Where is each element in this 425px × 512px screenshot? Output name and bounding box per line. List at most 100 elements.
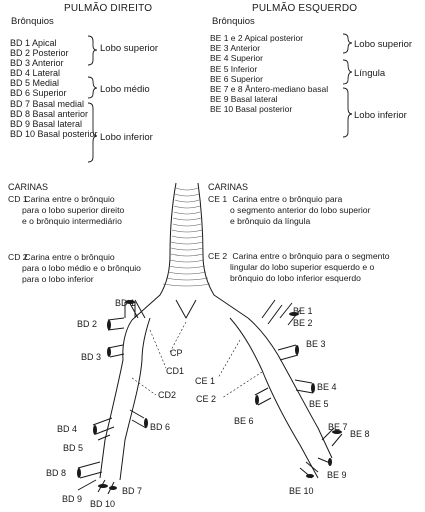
label-be8: BE 8 <box>350 429 370 439</box>
brace-left-lingula <box>342 59 353 85</box>
label-bd3: BD 3 <box>81 352 101 362</box>
stub-bd5 <box>97 434 111 441</box>
carina-code: CE 1 <box>208 194 228 204</box>
carina-line: Carina entre o brônquio para o segmento <box>232 251 390 261</box>
carina-line: para o lobo superior direito <box>22 205 125 216</box>
stub-bd9 <box>77 479 97 491</box>
list-item: BD 9 Basal lateral <box>10 118 83 129</box>
label-cd1: CD1 <box>166 366 184 376</box>
left-lobe-inferior-label: Lobo inferior <box>354 110 407 121</box>
stub-be8 <box>321 427 343 447</box>
carina-code: CE 2 <box>208 251 228 261</box>
list-item: BE 3 Anterior <box>210 43 261 54</box>
carina-code: CD 2 <box>8 252 28 262</box>
label-be2: BE 2 <box>293 318 313 328</box>
brace-left-superior <box>342 33 353 54</box>
right-main-bronchus <box>122 317 151 361</box>
carinas-right-title: CARINAS <box>8 182 49 192</box>
label-bd10: BD 10 <box>90 499 115 509</box>
right-lobe-inferior-label: Lobo inferior <box>100 132 153 143</box>
carina-line: para o lobo inferior <box>22 274 94 285</box>
carina-line: lingular do lobo superior esquerdo e o <box>230 262 375 273</box>
stub-be9 <box>317 457 331 464</box>
stub-bd8 <box>77 461 103 479</box>
left-main-bronchus <box>229 317 279 371</box>
label-bd2: BD 2 <box>77 319 97 329</box>
stub-bd4 <box>92 417 115 435</box>
carina-main <box>175 299 197 319</box>
carina-line: Carina entre o brônquio para <box>232 194 343 204</box>
list-item: BD 3 Anterior <box>10 58 64 69</box>
segment-tips <box>77 300 342 490</box>
label-be4: BE 4 <box>317 382 337 392</box>
stub-be6 <box>254 387 272 406</box>
carina-line: e brônquio da língula <box>230 216 311 227</box>
label-bd7: BD 7 <box>122 486 142 496</box>
carina-line: Carina entre o brônquio <box>24 252 115 262</box>
left-lung-heading: PULMÃO ESQUERDO <box>252 3 358 14</box>
list-item: BD 7 Basal medial <box>10 98 85 109</box>
label-bd5: BD 5 <box>63 443 83 453</box>
list-item: BE 4 Superior <box>210 53 263 64</box>
list-item: BE 9 Basal lateral <box>210 94 278 105</box>
stub-bd3 <box>107 344 125 358</box>
right-bronchi-subheading: Brônquios <box>11 16 54 27</box>
list-item: BE 5 Inferior <box>210 63 258 74</box>
label-ce1: CE 1 <box>195 376 215 386</box>
carina-line: e o brônquio intermediário <box>22 216 122 227</box>
list-item: BE 6 Superior <box>210 73 263 84</box>
stub-bd6 <box>129 409 147 429</box>
carina-line: para o lobo médio e o brônquio <box>22 263 141 274</box>
right-bronchi-list: BD 1 Apical BD 2 Posterior BD 3 Anterior… <box>10 38 98 139</box>
right-lobe-superior-label: Lobo superior <box>100 43 159 54</box>
brace-right-medium <box>87 76 98 99</box>
trachea-outline <box>131 182 249 321</box>
label-bd8: BD 8 <box>46 468 66 478</box>
list-item: BE 1 e 2 Apical posterior <box>210 33 304 43</box>
label-be10: BE 10 <box>289 486 314 496</box>
label-bd9: BD 9 <box>62 494 82 504</box>
left-bronchi-list: BE 1 e 2 Apical posterior BE 3 Anterior … <box>210 33 328 115</box>
left-upper-branch <box>261 299 283 325</box>
label-be7: BE 7 <box>328 422 348 432</box>
stub-bd1 <box>124 302 136 318</box>
label-be1: BE 1 <box>293 306 313 316</box>
list-item: BD 10 Basal posterior <box>10 128 98 139</box>
list-item: BD 6 Superior <box>10 88 67 99</box>
label-be6: BE 6 <box>234 416 254 426</box>
carina-cd2-block: CD 2 Carina entre o brônquio para o lobo… <box>8 252 141 285</box>
carina-ce2-block: CE 2 Carina entre o brônquio para o segm… <box>208 251 390 284</box>
label-be3: BE 3 <box>306 339 326 349</box>
carina-ce1-block: CE 1 Carina entre o brônquio para o segm… <box>208 194 370 227</box>
label-bd6: BD 6 <box>150 422 170 432</box>
list-item: BD 2 Posterior <box>10 48 69 59</box>
carina-line: Carina entre o brônquio <box>24 194 115 204</box>
right-lung-heading: PULMÃO DIREITO <box>64 3 153 14</box>
list-item: BD 4 Lateral <box>10 68 61 79</box>
right-inferior-trunk <box>99 359 143 481</box>
stub-be3 <box>277 344 299 361</box>
label-cp: CP <box>170 348 183 358</box>
brace-right-superior <box>87 35 98 66</box>
left-inferior-trunk <box>261 354 333 479</box>
carinas-left-title: CARINAS <box>208 182 249 192</box>
left-bronchi-subheading: Brônquios <box>212 16 255 27</box>
label-be9: BE 9 <box>327 470 347 480</box>
stub-be4 <box>294 379 314 394</box>
label-bd4: BD 4 <box>57 424 77 434</box>
list-item: BE 10 Basal posterior <box>210 104 293 115</box>
label-ce2: CE 2 <box>196 394 216 404</box>
label-bd1: BD 1 <box>115 298 135 308</box>
stub-bd2 <box>107 317 125 331</box>
tracheal-rings <box>162 187 211 287</box>
list-item: BD 8 Basal anterior <box>10 108 89 119</box>
carina-pointers <box>131 321 263 399</box>
carina-cd1-block: CD 1 Carina entre o brônquio para o lobo… <box>8 194 124 227</box>
stub-be1 <box>279 302 301 326</box>
carina-line: o segmento anterior do lobo superior <box>230 205 371 216</box>
list-item: BD 5 Medial <box>10 78 60 89</box>
carina-line: brônquio do lobo inferior esquerdo <box>230 273 361 284</box>
list-item: BE 7 e 8 Ântero-mediano basal <box>210 84 329 95</box>
right-lobe-medium-label: Lobo médio <box>100 84 150 95</box>
